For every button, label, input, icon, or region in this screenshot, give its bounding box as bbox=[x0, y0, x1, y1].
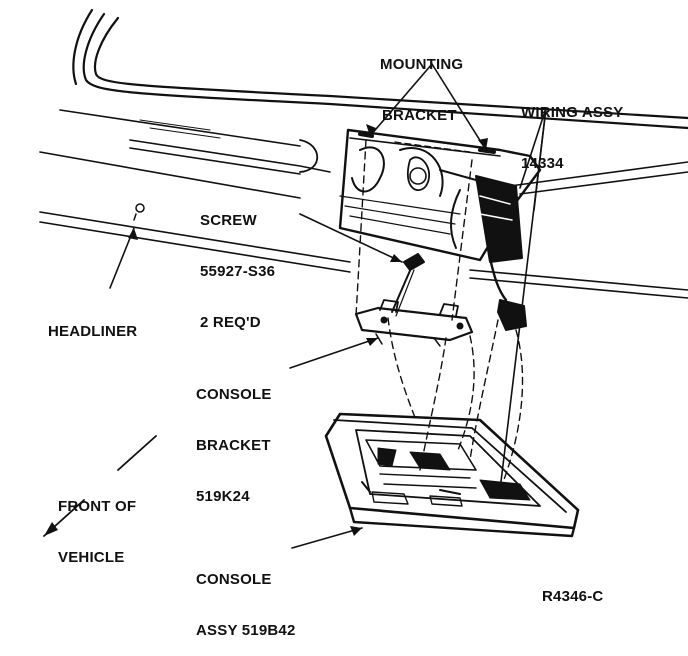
screw-line2: 55927-S36 bbox=[200, 263, 276, 280]
label-headliner: HEADLINER bbox=[48, 289, 137, 357]
leader-arrowheads bbox=[128, 124, 488, 536]
label-wiring-assy: WIRING ASSY 14334 bbox=[521, 70, 623, 189]
label-front-of-vehicle: FRONT OF VEHICLE bbox=[58, 464, 136, 583]
figure-code-text: R4346-C bbox=[542, 588, 604, 605]
label-console-assy: CONSOLE ASSY 519B42 bbox=[196, 537, 296, 656]
mounting-bracket-leader-left bbox=[369, 63, 433, 137]
mounting-bracket-leader-right bbox=[431, 63, 487, 151]
console-assy-line1: CONSOLE bbox=[196, 571, 272, 588]
console-assy-part bbox=[324, 412, 580, 538]
screw-line3: 2 REQ'D bbox=[200, 314, 261, 331]
wiring-assy-part bbox=[450, 175, 527, 331]
console-bracket-line2: BRACKET bbox=[196, 437, 271, 454]
console-bracket-leader bbox=[289, 337, 379, 369]
screw-part bbox=[391, 253, 425, 317]
console-installation-diagram bbox=[39, 8, 688, 549]
front-of-vehicle-line2: VEHICLE bbox=[58, 549, 125, 566]
headliner-text: HEADLINER bbox=[48, 323, 138, 340]
assembly-alignment-lines bbox=[355, 139, 524, 491]
wiring-assy-leader-1 bbox=[519, 107, 547, 189]
label-mounting-bracket: MOUNTING BRACKET bbox=[380, 22, 463, 141]
screw-leader bbox=[299, 213, 403, 263]
mounting-bracket-line1: MOUNTING bbox=[380, 56, 464, 73]
roof-frame bbox=[72, 8, 688, 130]
label-console-bracket: CONSOLE BRACKET 519K24 bbox=[196, 352, 272, 522]
leader-lines bbox=[109, 63, 547, 549]
mounting-bracket-line2: BRACKET bbox=[382, 107, 457, 124]
console-assy-leader bbox=[291, 527, 363, 549]
screw-line1: SCREW bbox=[200, 212, 257, 229]
front-of-vehicle-line1: FRONT OF bbox=[58, 498, 137, 515]
console-bracket-line1: CONSOLE bbox=[196, 386, 272, 403]
wiring-assy-line1: WIRING ASSY bbox=[521, 104, 624, 121]
wiring-assy-leader-3 bbox=[499, 107, 547, 491]
label-screw: SCREW 55927-S36 2 REQ'D bbox=[200, 178, 275, 348]
console-bracket-line3: 519K24 bbox=[196, 488, 250, 505]
headliner-clip bbox=[133, 203, 145, 221]
figure-code: R4346-C bbox=[542, 554, 603, 622]
console-bracket-part bbox=[354, 299, 474, 347]
console-assy-line2: ASSY 519B42 bbox=[196, 622, 296, 639]
front-of-vehicle-arrow bbox=[43, 435, 157, 537]
headliner-panel bbox=[39, 109, 688, 299]
wiring-assy-line2: 14334 bbox=[521, 155, 564, 172]
